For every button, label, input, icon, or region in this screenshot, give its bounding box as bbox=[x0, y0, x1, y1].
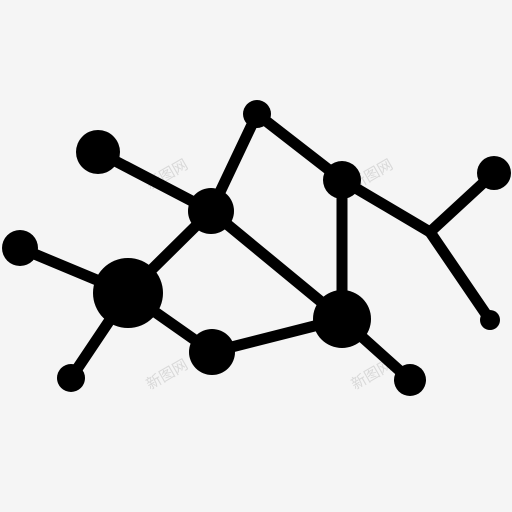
atom-node bbox=[477, 156, 511, 190]
atom-node bbox=[76, 130, 120, 174]
atom-node bbox=[93, 258, 163, 328]
atom-node bbox=[57, 364, 85, 392]
atom-node bbox=[243, 100, 271, 128]
watermark-text: 新图网 bbox=[143, 355, 191, 393]
atom-node bbox=[188, 188, 234, 234]
atom-node bbox=[323, 161, 361, 199]
atom-node bbox=[313, 290, 371, 348]
atom-node bbox=[394, 364, 426, 396]
bond-line bbox=[424, 226, 496, 326]
atom-node bbox=[189, 329, 235, 375]
atom-node bbox=[2, 230, 38, 266]
atom-node bbox=[480, 310, 500, 330]
atom-nodes bbox=[2, 100, 511, 396]
